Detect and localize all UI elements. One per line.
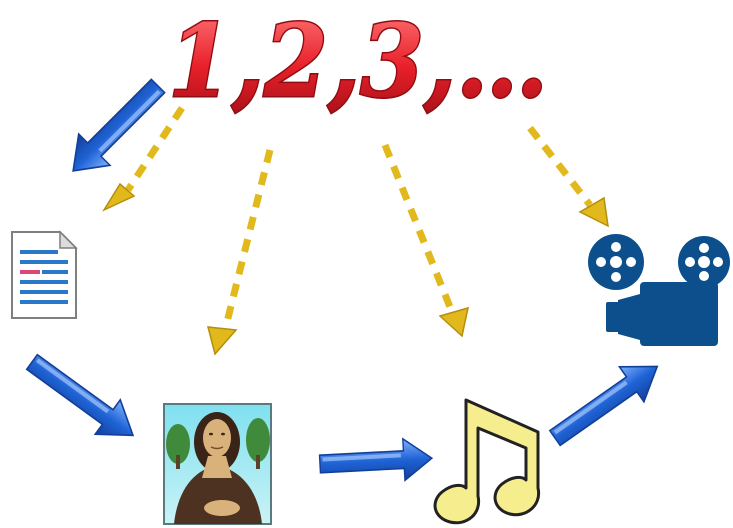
document-icon	[12, 232, 76, 318]
solid-arrow-music-to-projector	[543, 349, 670, 456]
solid-arrow-top-to-document	[58, 70, 174, 186]
music-note-icon	[435, 400, 539, 523]
dashed-arrow-to-painting	[208, 150, 270, 354]
dashed-arrow-to-projector	[530, 128, 608, 226]
film-projector-icon	[588, 234, 730, 346]
mona-lisa-painting-icon	[164, 404, 271, 524]
solid-arrow-painting-to-music	[319, 437, 433, 484]
dashed-arrow-to-music	[385, 145, 468, 336]
solid-arrow-document-to-painting	[19, 345, 145, 453]
headline-numbers: 1,2,3,…	[168, 2, 548, 120]
